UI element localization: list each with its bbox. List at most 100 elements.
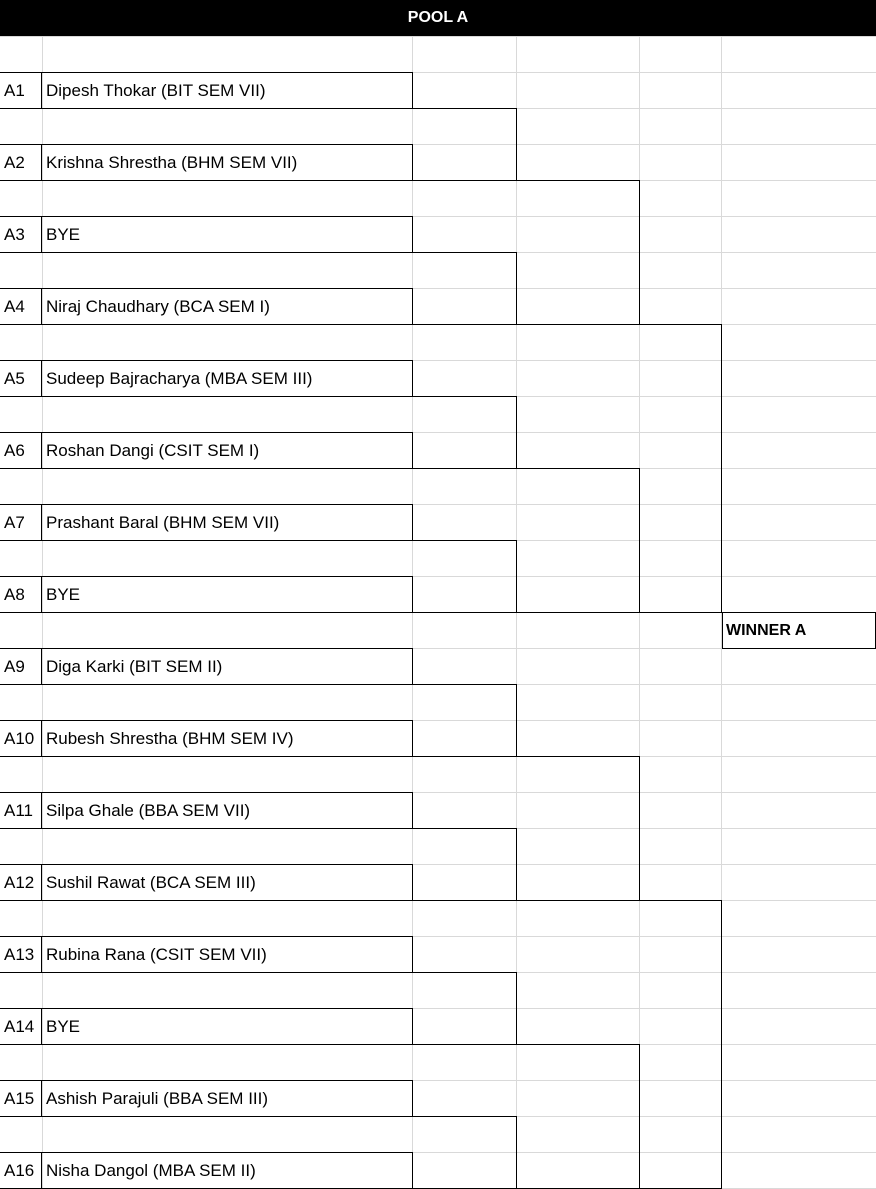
- bracket-line: [639, 900, 722, 901]
- bracket-line: [0, 252, 517, 253]
- gridline: [0, 36, 876, 37]
- entry-code: A5: [1, 361, 42, 396]
- bracket-line: [516, 396, 517, 469]
- bracket-line: [0, 108, 517, 109]
- bracket-line: [516, 1116, 517, 1189]
- bracket-line: [412, 504, 413, 541]
- bracket-line: [412, 72, 413, 109]
- entry-name[interactable]: Sudeep Bajracharya (MBA SEM III): [43, 361, 412, 396]
- bracket-line: [0, 504, 413, 505]
- gridline: [0, 792, 876, 793]
- bracket-line: [412, 864, 413, 901]
- entry-code: A15: [1, 1081, 42, 1116]
- bracket-line: [412, 1044, 517, 1045]
- entry-code: A11: [1, 793, 42, 828]
- bracket-line: [412, 180, 517, 181]
- entry-name[interactable]: BYE: [43, 217, 412, 252]
- gridline: [0, 432, 876, 433]
- bracket-line: [516, 108, 517, 181]
- bracket-line: [516, 900, 640, 901]
- entry-code: A6: [1, 433, 42, 468]
- bracket-line: [0, 180, 413, 181]
- entry-name[interactable]: Rubesh Shrestha (BHM SEM IV): [43, 721, 412, 756]
- bracket-line: [412, 1008, 413, 1045]
- bracket-line: [412, 756, 517, 757]
- bracket-line: [0, 360, 413, 361]
- bracket-line: [412, 1152, 413, 1189]
- entry-code: A10: [1, 721, 42, 756]
- bracket-line: [639, 468, 640, 613]
- gridline: [0, 648, 876, 649]
- entry-name[interactable]: Ashish Parajuli (BBA SEM III): [43, 1081, 412, 1116]
- bracket-line: [0, 684, 517, 685]
- bracket-line: [516, 756, 640, 757]
- bracket-line: [0, 1044, 413, 1045]
- entry-name[interactable]: Sushil Rawat (BCA SEM III): [43, 865, 412, 900]
- bracket-line: [0, 756, 413, 757]
- bracket-line: [639, 324, 722, 325]
- bracket-line: [412, 432, 413, 469]
- bracket-line: [0, 900, 413, 901]
- bracket-line: [0, 432, 413, 433]
- entry-name[interactable]: Nisha Dangol (MBA SEM II): [43, 1153, 412, 1188]
- bracket-line: [0, 972, 517, 973]
- bracket-line: [0, 576, 413, 577]
- bracket-line: [0, 648, 413, 649]
- bracket-line: [0, 828, 517, 829]
- bracket-line: [412, 612, 517, 613]
- gridline: [0, 360, 876, 361]
- entry-name[interactable]: BYE: [43, 577, 412, 612]
- entry-code: A3: [1, 217, 42, 252]
- entry-name[interactable]: BYE: [43, 1009, 412, 1044]
- gridline: [0, 576, 876, 577]
- bracket-line: [0, 1152, 413, 1153]
- bracket-line: [412, 288, 413, 325]
- entry-code: A13: [1, 937, 42, 972]
- bracket-line: [639, 612, 722, 613]
- winner-slot[interactable]: WINNER A: [722, 612, 876, 649]
- entry-name[interactable]: Prashant Baral (BHM SEM VII): [43, 505, 412, 540]
- bracket-line: [516, 972, 517, 1045]
- bracket-line: [516, 1044, 640, 1045]
- gridline: [0, 144, 876, 145]
- entry-code: A9: [1, 649, 42, 684]
- bracket-line: [0, 468, 413, 469]
- gridline: [0, 864, 876, 865]
- bracket-line: [412, 792, 413, 829]
- bracket-line: [0, 288, 413, 289]
- entry-code: A12: [1, 865, 42, 900]
- bracket-line: [0, 1008, 413, 1009]
- entry-name[interactable]: Rubina Rana (CSIT SEM VII): [43, 937, 412, 972]
- entry-code: A14: [1, 1009, 42, 1044]
- gridline: [0, 288, 876, 289]
- gridline: [0, 936, 876, 937]
- entry-name[interactable]: Roshan Dangi (CSIT SEM I): [43, 433, 412, 468]
- bracket-line: [0, 936, 413, 937]
- bracket-line: [639, 1044, 640, 1189]
- bracket-line: [412, 936, 413, 973]
- bracket-line: [0, 720, 413, 721]
- entry-code: A4: [1, 289, 42, 324]
- bracket-line: [516, 252, 517, 325]
- entry-code: A2: [1, 145, 42, 180]
- entry-name[interactable]: Silpa Ghale (BBA SEM VII): [43, 793, 412, 828]
- bracket-line: [639, 756, 640, 901]
- bracket-line: [0, 324, 413, 325]
- bracket-line: [516, 540, 517, 613]
- entry-name[interactable]: Diga Karki (BIT SEM II): [43, 649, 412, 684]
- bracket-line: [0, 1116, 517, 1117]
- bracket-line: [516, 180, 640, 181]
- bracket-line: [412, 360, 413, 397]
- bracket-line: [412, 468, 517, 469]
- entry-code: A7: [1, 505, 42, 540]
- bracket-line: [0, 864, 413, 865]
- gridline: [0, 720, 876, 721]
- entry-name[interactable]: Niraj Chaudhary (BCA SEM I): [43, 289, 412, 324]
- bracket-line: [516, 684, 517, 757]
- entry-name[interactable]: Krishna Shrestha (BHM SEM VII): [43, 145, 412, 180]
- bracket-line: [412, 144, 413, 181]
- bracket-line: [0, 1080, 413, 1081]
- bracket-line: [412, 324, 517, 325]
- bracket-line: [0, 72, 413, 73]
- entry-name[interactable]: Dipesh Thokar (BIT SEM VII): [43, 73, 412, 108]
